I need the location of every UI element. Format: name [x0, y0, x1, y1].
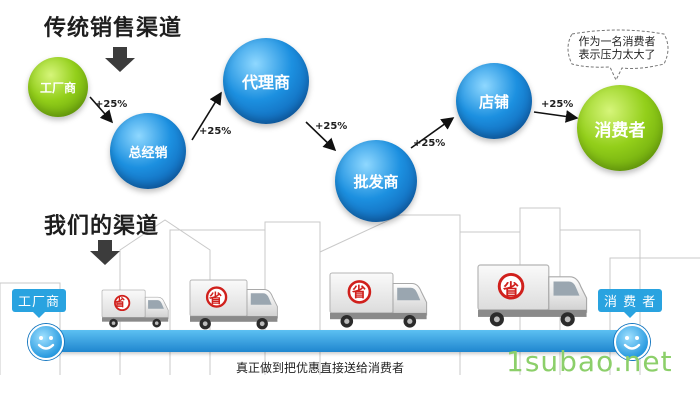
markup-label: +25% [315, 121, 348, 132]
truck-3 [328, 271, 428, 329]
our-channel-title: 我们的渠道 [44, 214, 160, 239]
down-arrow-icon [90, 240, 120, 265]
truck-mark: 省 [114, 296, 125, 309]
consumer-note: 作为一名消费者 表示压力太大了 [571, 35, 663, 61]
down-arrow-icon [105, 47, 135, 72]
start-label: 工厂商 [12, 289, 67, 318]
consumer-note-line: 作为一名消费者 [578, 35, 656, 48]
channel-bar [40, 330, 640, 352]
slogan: 真正做到把优惠直接送给消费者 [236, 361, 405, 375]
smiley-end-icon [614, 324, 650, 360]
markup-label: +25% [413, 138, 446, 149]
smiley-start-icon [28, 324, 64, 360]
node-factory: 工厂商 [28, 57, 88, 117]
node-general-distributor: 总经销 [110, 113, 186, 189]
end-label: 消 费 者 [598, 289, 663, 318]
truck-mark: 省 [503, 280, 520, 299]
truck-1 [101, 289, 170, 329]
consumer-note-line: 表示压力太大了 [578, 48, 656, 61]
truck-mark: 省 [209, 292, 223, 307]
truck-2 [188, 278, 279, 331]
markup-label: +25% [95, 99, 128, 110]
truck-4 [476, 263, 589, 328]
node-wholesaler: 批发商 [335, 140, 417, 222]
node-consumer: 消费者 [577, 85, 663, 171]
markup-label: +25% [541, 99, 574, 110]
traditional-title: 传统销售渠道 [44, 16, 183, 41]
watermark: 1subao.net [506, 345, 673, 378]
node-agent: 代理商 [223, 38, 309, 124]
markup-label: +25% [199, 126, 232, 137]
truck-mark: 省 [352, 285, 366, 301]
node-store: 店铺 [456, 63, 532, 139]
